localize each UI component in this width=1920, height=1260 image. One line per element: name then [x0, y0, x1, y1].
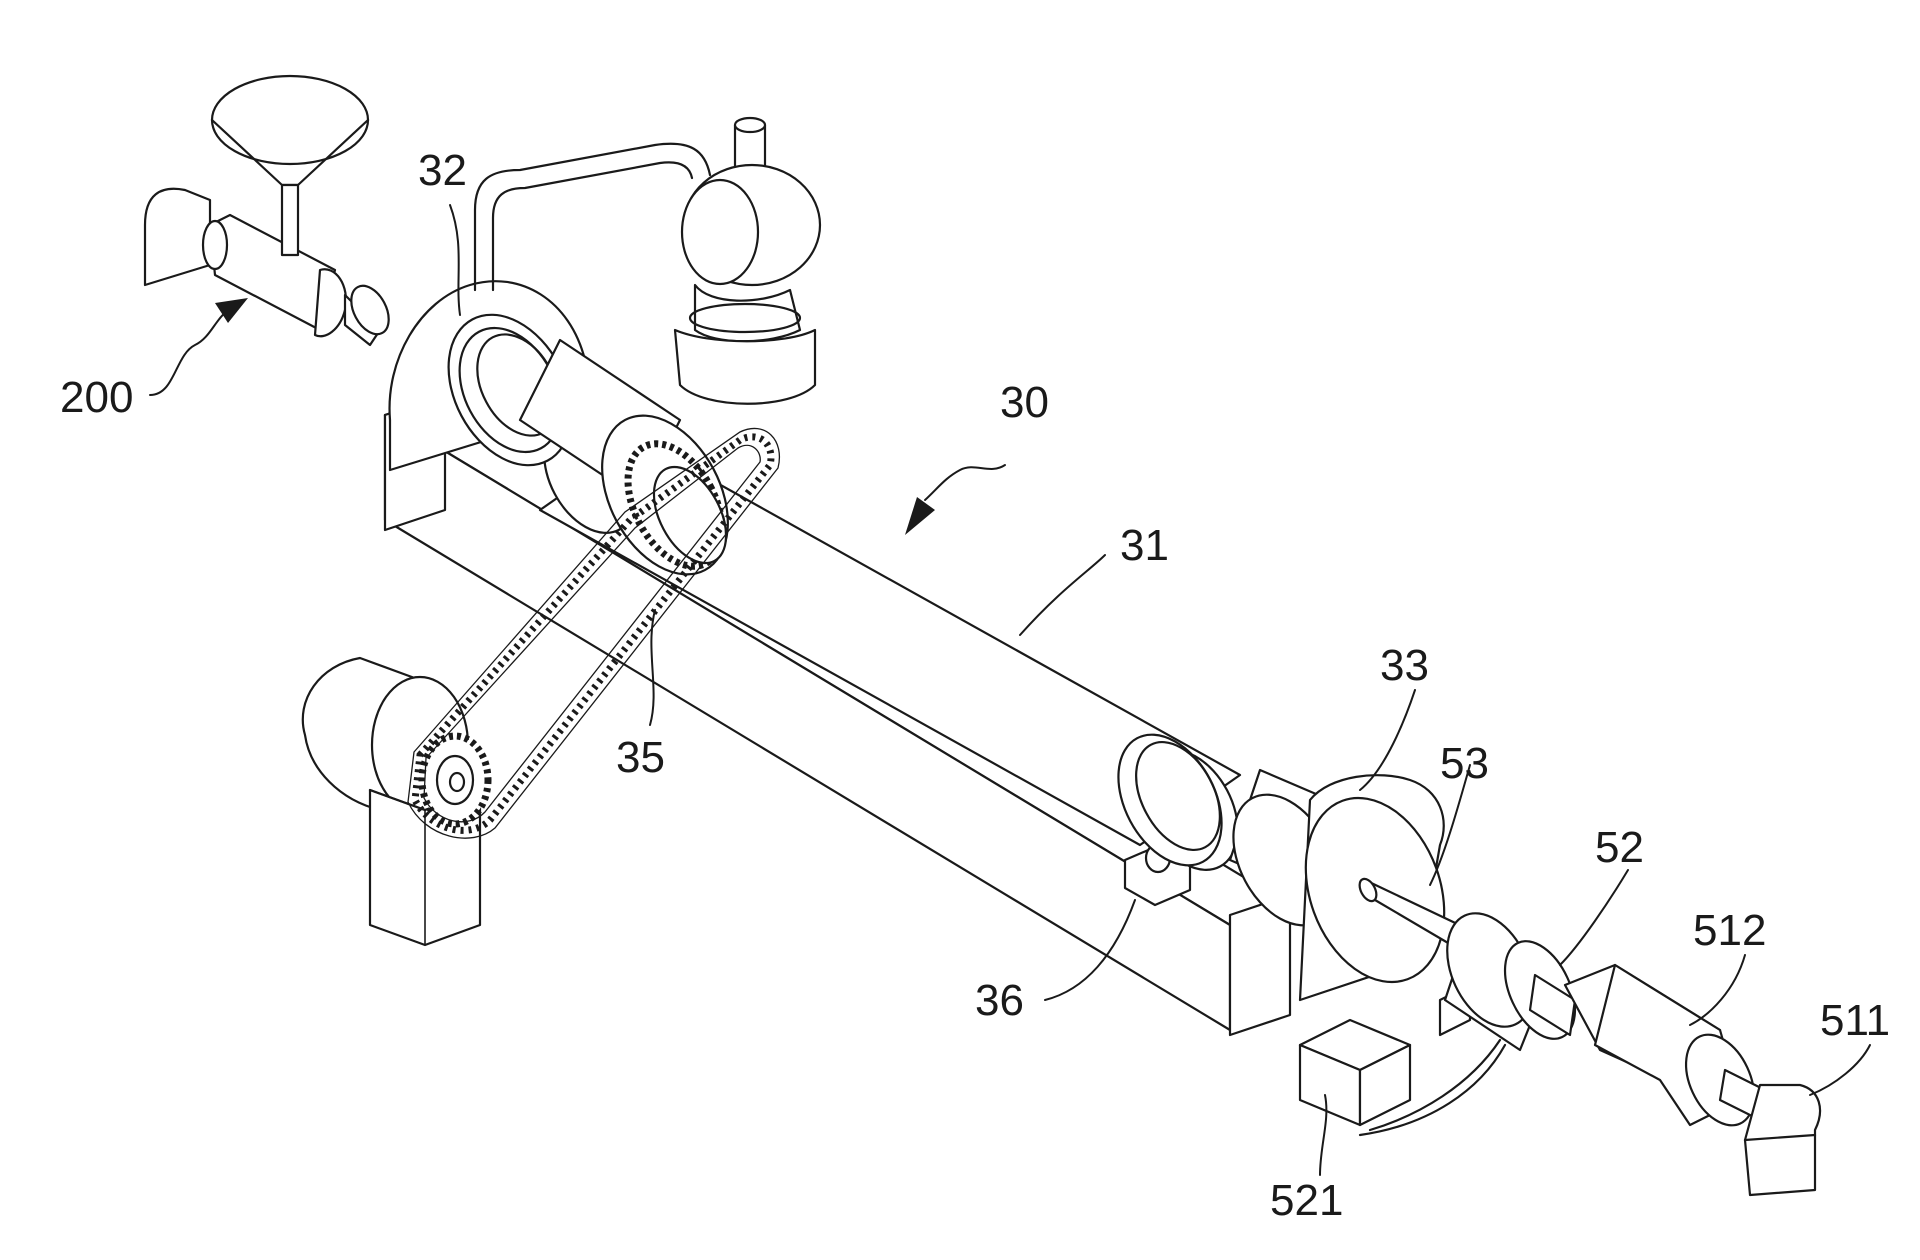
label-35: 35 — [616, 733, 665, 782]
label-511: 511 — [1820, 996, 1890, 1045]
label-33: 33 — [1380, 641, 1429, 690]
reference-labels: 200 32 30 31 35 33 53 52 512 511 36 521 — [60, 146, 1890, 1225]
label-200: 200 — [60, 373, 133, 422]
label-521: 521 — [1270, 1176, 1343, 1225]
coupler-511 — [1718, 1068, 1822, 1197]
cyclone-collector — [673, 116, 822, 405]
drive-chain — [407, 427, 780, 839]
shaft-53 — [1358, 877, 1472, 952]
drive-sprocket — [418, 732, 492, 828]
exhaust-pipe — [473, 142, 712, 292]
base-frame — [383, 393, 1292, 1037]
label-53: 53 — [1440, 739, 1489, 788]
leader-lines — [149, 204, 1871, 1176]
feeder-unit-200 — [143, 74, 390, 347]
label-52: 52 — [1595, 823, 1644, 872]
label-512: 512 — [1693, 906, 1766, 955]
label-32: 32 — [418, 146, 467, 195]
sprocket-ring-35 — [601, 414, 729, 576]
label-30: 30 — [1000, 378, 1049, 427]
label-31: 31 — [1120, 521, 1169, 570]
label-36: 36 — [975, 976, 1024, 1025]
